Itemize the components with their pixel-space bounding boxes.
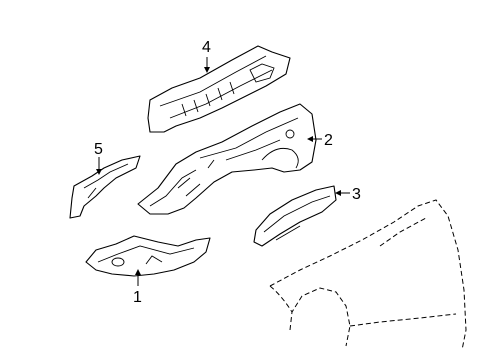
part-5-bracket xyxy=(69,155,141,219)
fender-outline xyxy=(269,199,467,351)
callout-2: 2 xyxy=(324,132,333,149)
part-4-upper-rail xyxy=(147,45,291,133)
callout-3: 3 xyxy=(352,186,361,203)
part-1-lower-panel xyxy=(85,235,211,277)
part-3-splash-shield xyxy=(253,185,337,247)
callout-4: 4 xyxy=(202,39,211,56)
part-2-fender-apron xyxy=(137,103,317,215)
callout-5: 5 xyxy=(94,141,103,158)
callout-1: 1 xyxy=(133,289,142,306)
